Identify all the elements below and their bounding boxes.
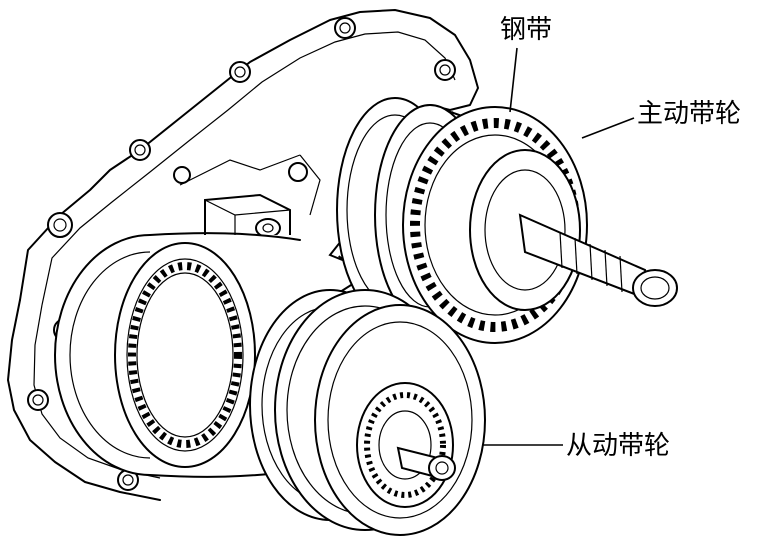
driving-pulley-label: 主动带轮 bbox=[637, 99, 741, 129]
steel-belt-leader bbox=[509, 47, 518, 113]
steel-belt-label: 钢带 bbox=[500, 15, 552, 45]
label-steel-belt: 钢带 bbox=[500, 15, 552, 113]
label-driven-pulley: 从动带轮 bbox=[482, 431, 670, 461]
driven-pulley bbox=[249, 289, 486, 536]
secondary-drum bbox=[54, 232, 301, 478]
driving-pulley-leader bbox=[581, 117, 635, 139]
label-driving-pulley: 主动带轮 bbox=[581, 99, 741, 139]
driven-pulley-label: 从动带轮 bbox=[566, 431, 670, 461]
driving-pulley bbox=[336, 97, 678, 344]
